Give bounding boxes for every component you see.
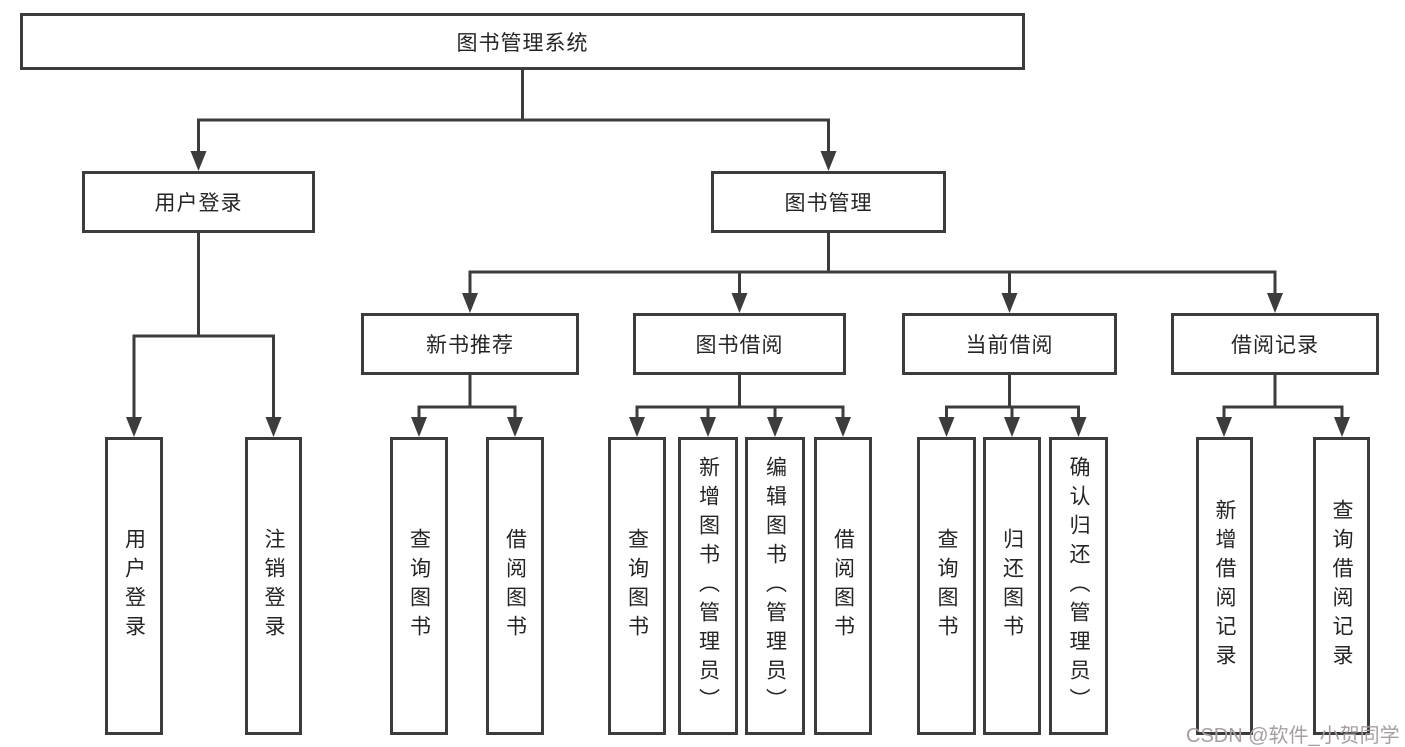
leaf-user-login: 用户登录 xyxy=(105,437,163,735)
leaf-borrow-books-recommend: 借阅图书 xyxy=(486,437,544,735)
csdn-watermark: CSDN @软件_小贺同学 xyxy=(1186,725,1400,747)
connector-root-to-level2 xyxy=(190,68,837,171)
node-borrowing-records: 借阅记录 xyxy=(1171,313,1379,375)
leaf-add-books-admin: 新增图书（管理员） xyxy=(678,437,738,735)
node-book-management: 图书管理 xyxy=(711,171,946,233)
connector-book-mgmt-to-level3 xyxy=(462,231,1283,313)
node-new-book-recommendation: 新书推荐 xyxy=(361,313,579,375)
leaf-logout: 注销登录 xyxy=(245,437,302,735)
connector-borrow-to-leaves xyxy=(629,373,851,437)
leaf-query-books-recommend: 查询图书 xyxy=(390,437,448,735)
leaf-return-books: 归还图书 xyxy=(983,437,1041,735)
leaf-borrow-books: 借阅图书 xyxy=(814,437,872,735)
connector-records-to-leaves xyxy=(1216,373,1350,437)
leaf-query-books-current: 查询图书 xyxy=(917,437,976,735)
node-root: 图书管理系统 xyxy=(20,13,1025,70)
node-current-borrowing: 当前借阅 xyxy=(902,313,1117,375)
leaf-query-borrow-record: 查询借阅记录 xyxy=(1313,437,1370,735)
leaf-query-books-borrow: 查询图书 xyxy=(608,437,666,735)
connector-recommend-to-leaves xyxy=(411,373,523,437)
connector-user-login-to-leaves xyxy=(126,231,282,437)
node-book-borrowing: 图书借阅 xyxy=(633,313,846,375)
leaf-confirm-return-admin: 确认归还（管理员） xyxy=(1049,437,1108,735)
node-user-login: 用户登录 xyxy=(82,171,315,233)
leaf-edit-books-admin: 编辑图书（管理员） xyxy=(745,437,805,735)
connector-current-to-leaves xyxy=(938,373,1087,437)
leaf-add-borrow-record: 新增借阅记录 xyxy=(1196,437,1253,735)
